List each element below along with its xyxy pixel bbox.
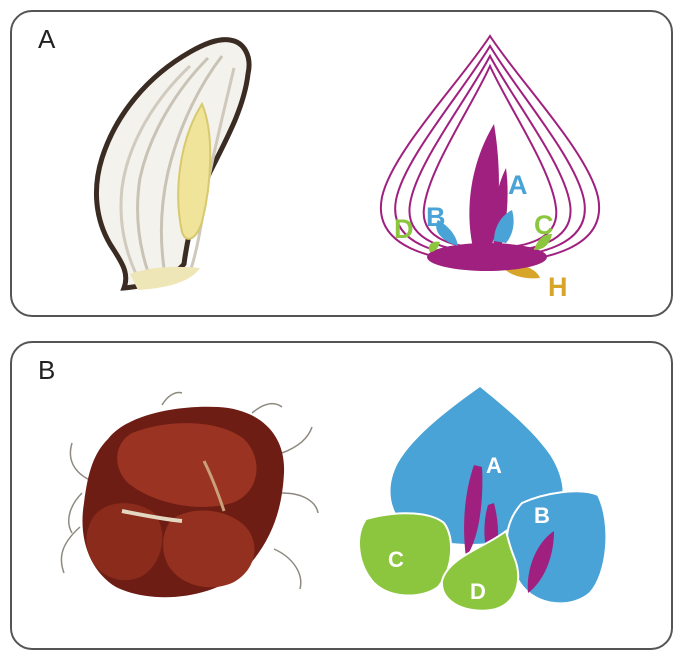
shoot-a [464, 465, 483, 557]
bulb-cluster-photo [60, 391, 319, 598]
label-d: D [470, 579, 486, 604]
bulb-b-shape [505, 490, 608, 605]
shoot-b [527, 531, 554, 593]
bulb-tunic-highlight [117, 423, 257, 507]
bulb-d-shape [440, 529, 520, 612]
daughter-bulb [86, 503, 163, 581]
panel-b: B A B C [10, 341, 673, 650]
daughter-bud-a-shape [494, 210, 514, 243]
label-b: B [534, 503, 550, 528]
bulb-schematic: A B C D H [379, 34, 601, 302]
daughter-bud-b-shape [436, 220, 458, 246]
bulb-section-photo [93, 37, 252, 291]
stem-remnant [121, 509, 183, 523]
panel-b-letter: B [38, 355, 56, 385]
label-c: C [388, 547, 404, 572]
dry-scale-fiber [202, 460, 226, 512]
scale-line [119, 64, 192, 275]
label-b: B [426, 202, 446, 232]
label-a: A [486, 453, 502, 478]
label-c: C [534, 210, 554, 240]
panel-b-figure: A B C D [60, 387, 608, 612]
cluster-schematic: A B C D [358, 387, 608, 612]
daughter-bud-d-shape [428, 241, 440, 252]
scale-line [136, 56, 210, 273]
basal-plate-shape [427, 243, 547, 271]
panel-a-letter: A [38, 24, 56, 54]
label-a: A [508, 170, 528, 200]
label-d: D [394, 214, 414, 244]
panel-a: A A [10, 10, 673, 317]
bulb-c-shape [358, 512, 453, 597]
flower-bud-shape [469, 124, 499, 252]
bulb-outer-tunic [93, 37, 252, 291]
flower-bud [177, 101, 212, 240]
basal-plate [130, 266, 200, 290]
label-h: H [548, 272, 568, 302]
daughter-bud-c-shape [534, 234, 552, 250]
panel-a-figure: A B C D H [93, 34, 601, 302]
daughter-bulb [163, 510, 255, 588]
scale-line [159, 55, 224, 269]
